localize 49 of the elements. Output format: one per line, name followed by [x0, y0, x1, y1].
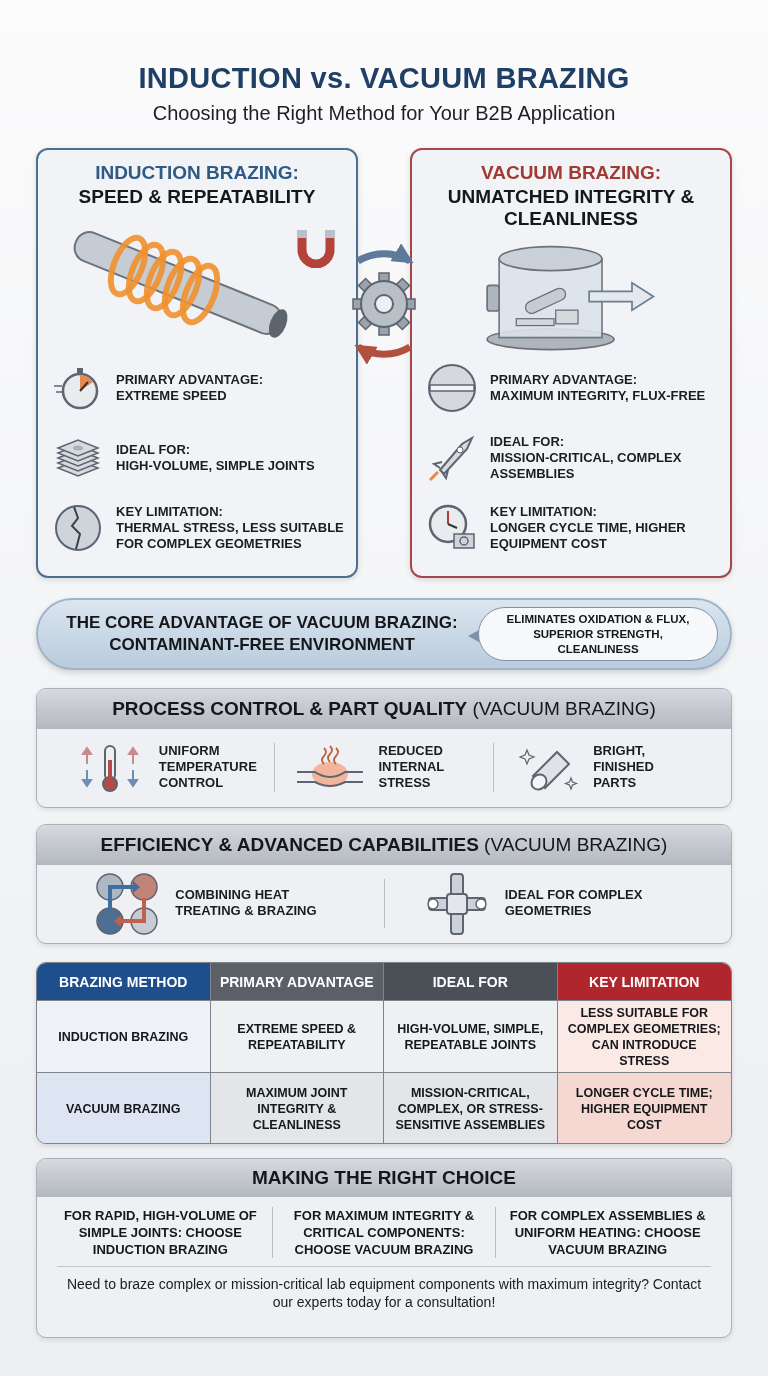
- choice-panel: [36, 1158, 732, 1338]
- band-heading: THE CORE ADVANTAGE OF VACUUM BRAZING: CONTAMINANT-FREE ENVIRONMENT: [65, 612, 459, 656]
- recommendation-text: FOR MAXIMUM INTEGRITY & CRITICAL COMPONENTS: CHOOSE VACUUM BRAZING: [271, 1207, 496, 1258]
- table-cell: MAXIMUM JOINT INTEGRITY & CLEANLINESS: [210, 1073, 384, 1143]
- item-heading: IDEAL FOR:: [490, 434, 566, 450]
- recommendation-text: FOR COMPLEX ASSEMBLIES & UNIFORM HEATING: CHOOSE VACUUM BRAZING: [495, 1207, 719, 1258]
- item-heading: KEY LIMITATION:: [490, 504, 598, 520]
- feature-text: COMBINING HEAT TREATING & BRAZING: [175, 887, 318, 920]
- bubble-text: ELIMINATES OXIDATION & FLUX, SUPERIOR STRENGTH, CLEANLINESS: [505, 611, 691, 657]
- strip-heading: PROCESS CONTROL & PART QUALITY (VACUUM BRAZING): [112, 698, 656, 720]
- panel-subheading: UNMATCHED INTEGRITY & CLEANLINESS: [446, 186, 696, 230]
- item-text: THERMAL STRESS, LESS SUITABLE FOR COMPLEX GEOMETRIES: [116, 520, 345, 552]
- feature-text: BRIGHT, FINISHED PARTS: [593, 743, 655, 792]
- table-header-cell: PRIMARY ADVANTAGE: [210, 963, 384, 1001]
- feature-strip: [36, 688, 732, 808]
- table-cell: MISSION-CRITICAL, COMPLEX, OR STRESS-SENSITIVE ASSEMBLIES: [384, 1073, 558, 1143]
- page-subtitle: Choosing the Right Method for Your B2B Application: [151, 102, 617, 125]
- item-text: MISSION-CRITICAL, COMPLEX ASSEMBLIES: [490, 450, 683, 482]
- feature-panel: [36, 148, 358, 578]
- table-header-cell: IDEAL FOR: [384, 963, 558, 1001]
- table-cell: LONGER CYCLE TIME; HIGHER EQUIPMENT COST: [557, 1073, 731, 1143]
- recommendation-text: FOR RAPID, HIGH-VOLUME OF SIMPLE JOINTS: CHOOSE INDUCTION BRAZING: [62, 1207, 258, 1258]
- item-heading: IDEAL FOR:: [116, 442, 192, 458]
- table-cell: INDUCTION BRAZING: [37, 1001, 211, 1073]
- item-text: LONGER CYCLE TIME, HIGHER EQUIPMENT COST: [490, 520, 687, 552]
- item-text: MAXIMUM INTEGRITY, FLUX-FREE: [490, 388, 706, 404]
- feature-text: REDUCED INTERNAL STRESS: [378, 743, 445, 792]
- item-heading: PRIMARY ADVANTAGE:: [490, 372, 639, 388]
- feature-strip: [36, 824, 732, 944]
- strip-heading: MAKING THE RIGHT CHOICE: [252, 1167, 516, 1189]
- item-text: EXTREME SPEED: [116, 388, 228, 404]
- panel-subheading: SPEED & REPEATABILITY: [77, 186, 317, 208]
- table-header-cell: BRAZING METHOD: [37, 963, 211, 1001]
- feature-panel: [410, 148, 732, 578]
- table-header-cell: KEY LIMITATION: [557, 963, 731, 1001]
- strip-heading: EFFICIENCY & ADVANCED CAPABILITIES (VACUUM BRAZING): [100, 834, 668, 856]
- call-to-action-text: Need to braze complex or mission-critical lab equipment components with maximum integrity? Contact our experts today for a consultation!: [65, 1275, 703, 1311]
- feature-text: IDEAL FOR COMPLEX GEOMETRIES: [504, 887, 644, 920]
- item-heading: PRIMARY ADVANTAGE:: [116, 372, 264, 388]
- highlight-band: [36, 598, 732, 670]
- panel-heading: INDUCTION BRAZING:: [94, 162, 300, 184]
- table-cell: EXTREME SPEED & REPEATABILITY: [210, 1001, 384, 1073]
- item-text: HIGH-VOLUME, SIMPLE JOINTS: [116, 458, 315, 474]
- panel-heading: VACUUM BRAZING:: [479, 162, 663, 184]
- table-cell: LESS SUITABLE FOR COMPLEX GEOMETRIES; CAN INTRODUCE STRESS: [557, 1001, 731, 1073]
- item-heading: KEY LIMITATION:: [116, 504, 224, 520]
- table-cell: HIGH-VOLUME, SIMPLE, REPEATABLE JOINTS: [384, 1001, 558, 1073]
- page-title: INDUCTION vs. VACUUM BRAZING: [137, 62, 631, 95]
- table-cell: VACUUM BRAZING: [37, 1073, 211, 1143]
